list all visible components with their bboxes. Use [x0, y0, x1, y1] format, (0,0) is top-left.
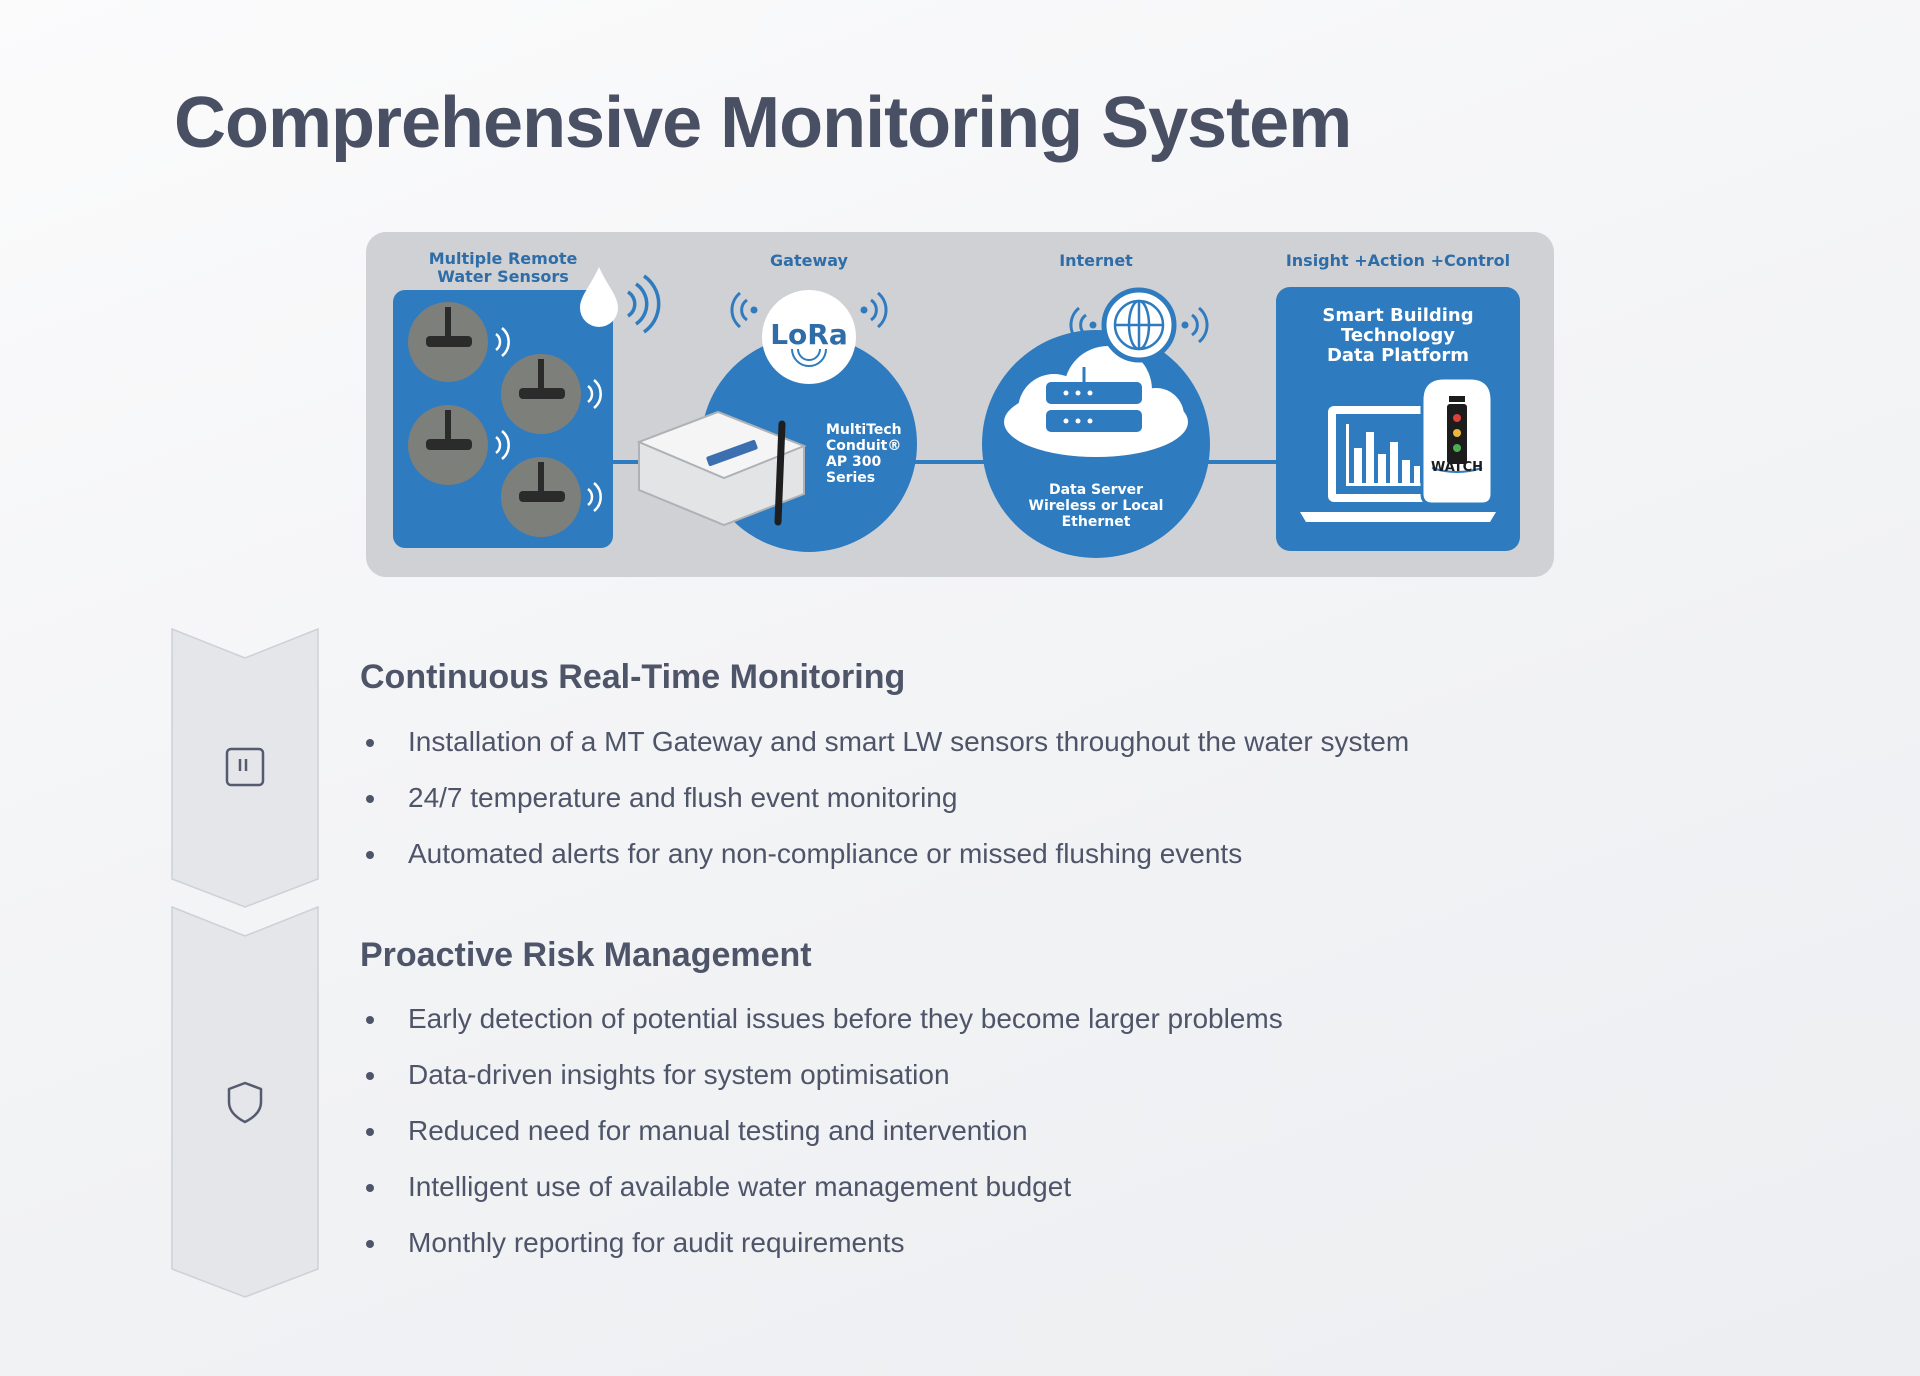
lora-badge [762, 290, 856, 384]
diagram-graphics [393, 267, 1520, 558]
gateway-device-text: MultiTech Conduit® AP 300 Series [826, 422, 902, 486]
sensor-signal-icon [626, 274, 661, 334]
bullet-list-risk: Early detection of potential issues befo… [360, 999, 1283, 1279]
page-title: Comprehensive Monitoring System [174, 83, 1352, 163]
platform-title: Smart Building Technology Data Platform [1322, 305, 1474, 366]
bar-chart-icon [1346, 424, 1422, 486]
server-stack-icon [1046, 367, 1142, 432]
label-internet: Internet [1059, 251, 1133, 270]
internet-signal-icon [1069, 306, 1209, 344]
label-insight: Insight +Action +Control [1285, 251, 1511, 270]
section-chevron-2 [171, 906, 319, 1298]
water-sensor-group [408, 302, 602, 537]
watch-label: WATCH [1430, 460, 1484, 475]
list-item: Reduced need for manual testing and inte… [360, 1111, 1283, 1167]
lora-logo-text: LoRa [770, 318, 848, 351]
list-item: Intelligent use of available water manag… [360, 1167, 1283, 1223]
section-title-risk: Proactive Risk Management [360, 936, 812, 974]
list-item: Data-driven insights for system optimisa… [360, 1055, 1283, 1111]
globe-icon [1101, 287, 1177, 363]
pause-square-icon [225, 747, 265, 787]
label-gateway: Gateway [770, 251, 848, 270]
list-item: Monthly reporting for audit requirements [360, 1223, 1283, 1279]
gateway-signal-icon [730, 291, 888, 329]
shield-icon [227, 1081, 263, 1124]
data-server-text: Data Server Wireless or Local Ethernet [1028, 482, 1164, 530]
bullet-list-monitoring: Installation of a MT Gateway and smart L… [360, 722, 1409, 890]
lora-wave-icon [791, 348, 827, 367]
monitoring-system-diagram: Multiple Remote Water Sensors Gateway In… [366, 232, 1554, 577]
section-title-monitoring: Continuous Real-Time Monitoring [360, 658, 906, 696]
water-drop-icon [580, 267, 618, 327]
list-item: Early detection of potential issues befo… [360, 999, 1283, 1055]
label-sensors: Multiple Remote Water Sensors [428, 249, 578, 286]
gateway-device-icon [636, 410, 807, 527]
list-item: Installation of a MT Gateway and smart L… [360, 722, 1409, 778]
list-item: Automated alerts for any non-compliance … [360, 834, 1409, 890]
watch-badge [1420, 376, 1494, 506]
list-item: 24/7 temperature and flush event monitor… [360, 778, 1409, 834]
